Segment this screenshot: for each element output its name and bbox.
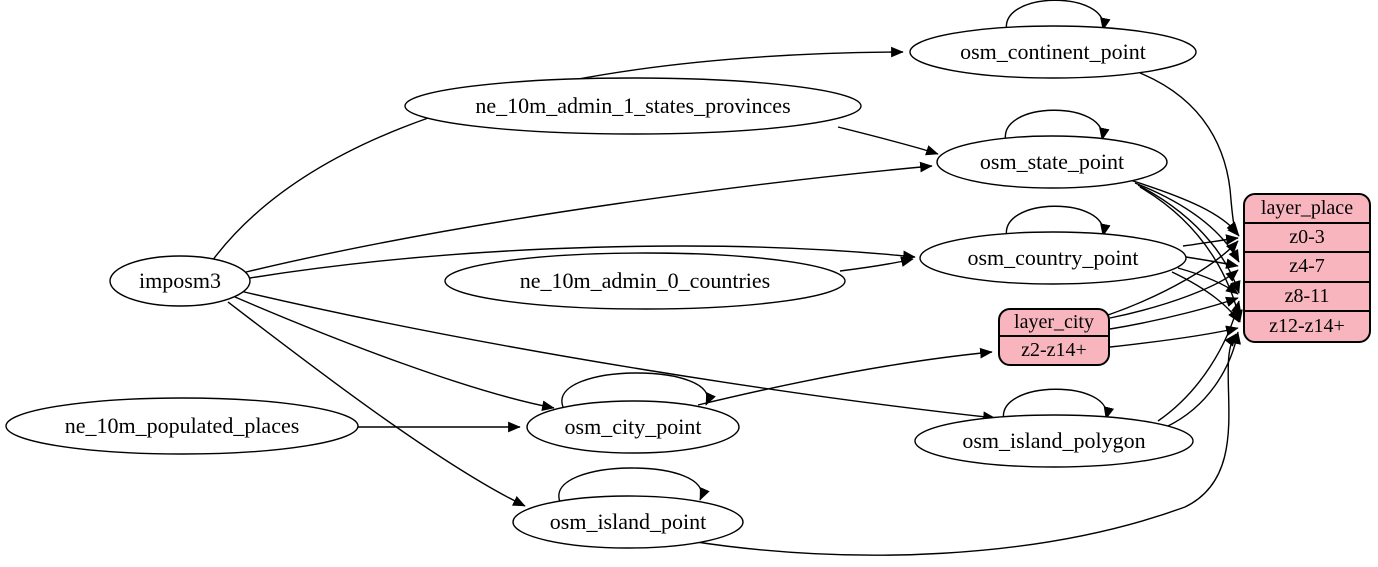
edge-osm_country_point-layer_place-z4-7 bbox=[1185, 256, 1239, 269]
selfloop-osm_island_point bbox=[558, 467, 710, 503]
node-shape-ne_10m_populated_places bbox=[5, 397, 359, 455]
selfloop-osm_state_point bbox=[1004, 109, 1110, 143]
node-shape-osm_island_polygon bbox=[914, 414, 1194, 468]
node-shape-ne_10m_admin_0_countries bbox=[444, 252, 846, 310]
selfloop-osm_city_point bbox=[561, 372, 716, 408]
edge-imposm3-osm_island_point bbox=[227, 301, 526, 507]
record-title-layer-place: layer_place bbox=[1245, 195, 1369, 225]
node-label-ne_10m_admin_0_countries: ne_10m_admin_0_countries bbox=[519, 268, 771, 293]
edge-osm_state_point-layer_place-z0-3 bbox=[1129, 179, 1239, 235]
node-label-osm_city_point: osm_city_point bbox=[564, 414, 702, 439]
edge-osm_state_point-layer_place-z4-7 bbox=[1134, 182, 1240, 263]
edge-osm_island_point-layer_place-z12-z14 bbox=[689, 333, 1237, 556]
selfloop-osm_country_point bbox=[1005, 205, 1111, 239]
node-label-imposm3: imposm3 bbox=[139, 268, 221, 293]
record-row-layer-place-z4-7: z4-7 bbox=[1245, 253, 1369, 283]
edge-imposm3-osm_city_point bbox=[234, 296, 555, 411]
edge-osm_city_point-layer_city-z2-z14 bbox=[697, 347, 993, 406]
record-node-layer-city: layer_city z2-z14+ bbox=[998, 308, 1110, 366]
record-node-layer-place: layer_place z0-3 z4-7 z8-11 z12-z14+ bbox=[1243, 193, 1371, 343]
record-row-layer-city-z2-z14: z2-z14+ bbox=[1021, 339, 1087, 361]
node-shape-osm_continent_point bbox=[909, 25, 1197, 79]
node-label-osm_island_polygon: osm_island_polygon bbox=[962, 428, 1146, 453]
node-label-ne_10m_admin_1_states_provinces: ne_10m_admin_1_states_provinces bbox=[475, 93, 791, 118]
node-label-osm_island_point: osm_island_point bbox=[549, 509, 707, 534]
edge-layer_city-layer_place-z0-3 bbox=[1107, 240, 1239, 316]
edge-ne_10m_admin_1_states_provinces-osm_state_point bbox=[837, 126, 939, 156]
node-label-ne_10m_populated_places: ne_10m_populated_places bbox=[64, 413, 300, 438]
node-label-osm_country_point: osm_country_point bbox=[967, 245, 1139, 270]
record-row-layer-place-z0-3: z0-3 bbox=[1245, 224, 1369, 254]
node-shape-osm_island_point bbox=[512, 495, 744, 549]
node-shape-ne_10m_admin_1_states_provinces bbox=[404, 77, 862, 135]
selfloop-osm_island_polygon bbox=[1002, 388, 1115, 422]
edge-layer_city-layer_place-z12-z14 bbox=[1109, 325, 1239, 348]
node-label-osm_state_point: osm_state_point bbox=[979, 149, 1125, 174]
edge-layer_city-layer_place-z4-7 bbox=[1109, 269, 1239, 319]
edge-osm_country_point-layer_place-z8-11 bbox=[1177, 267, 1239, 295]
edge-osm_country_point-layer_place-z0-3 bbox=[1182, 234, 1239, 247]
edge-ne_10m_admin_0_countries-osm_country_point bbox=[839, 256, 914, 272]
edge-imposm3-osm_state_point bbox=[245, 161, 933, 273]
edge-osm_island_polygon-layer_place-z12-z14 bbox=[1165, 331, 1241, 428]
node-shape-imposm3 bbox=[109, 255, 251, 307]
node-shape-osm_country_point bbox=[919, 231, 1187, 285]
node-shape-osm_city_point bbox=[526, 400, 740, 454]
record-title-layer-city: layer_city bbox=[1000, 310, 1108, 337]
edge-imposm3-osm_country_point bbox=[249, 245, 916, 279]
edge-layer_city-layer_place-z8-11 bbox=[1109, 296, 1239, 330]
selfloop-osm_continent_point bbox=[1005, 0, 1111, 33]
node-shape-osm_state_point bbox=[936, 135, 1168, 189]
record-row-layer-place-z12-z14: z12-z14+ bbox=[1269, 314, 1345, 337]
node-label-osm_continent_point: osm_continent_point bbox=[960, 39, 1146, 64]
record-row-layer-place-z8-11: z8-11 bbox=[1245, 283, 1369, 312]
edge-osm_country_point-layer_place-z12-z14 bbox=[1171, 271, 1240, 323]
edge-osm_island_polygon-layer_place-z8-11 bbox=[1157, 300, 1242, 422]
edge-imposm3-osm_island_polygon bbox=[239, 290, 996, 423]
